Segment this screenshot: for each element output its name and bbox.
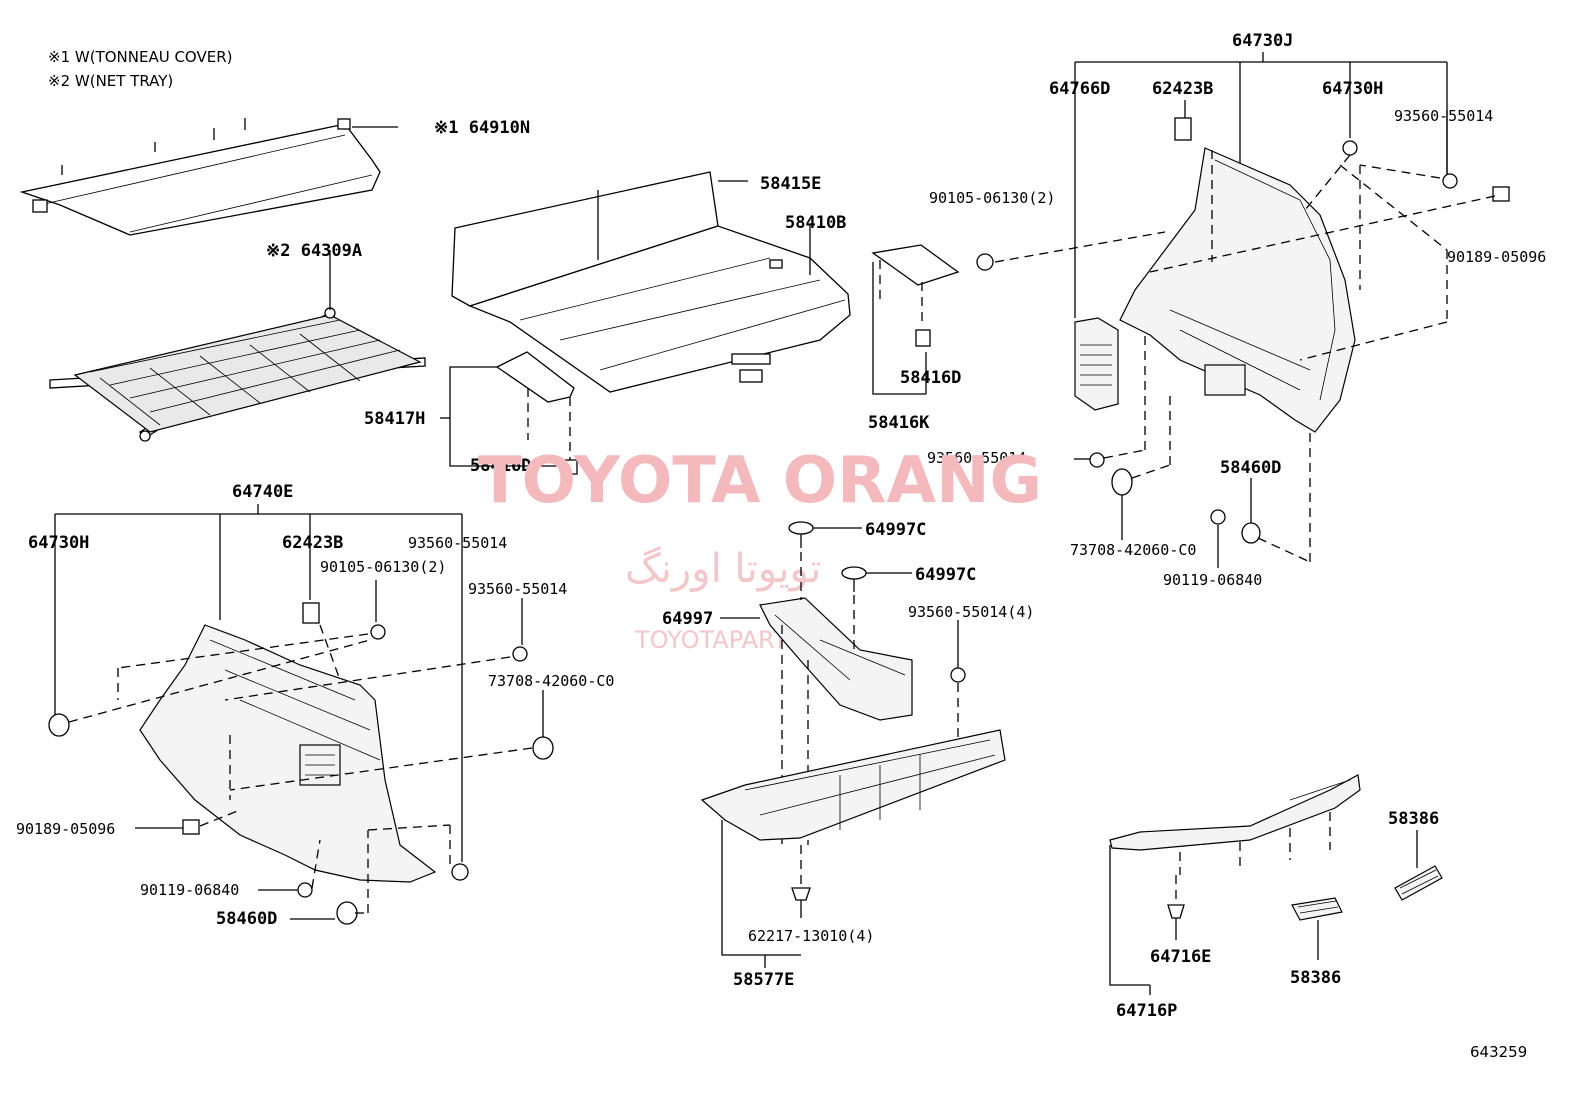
- label-93560-55014-right-2: 93560-55014: [927, 449, 1026, 467]
- label-58460D-left: 58460D: [216, 909, 277, 929]
- label-64730H-left: 64730H: [28, 533, 89, 553]
- label-64730H-right: 64730H: [1322, 79, 1383, 99]
- label-64997: 64997: [662, 609, 713, 629]
- label-73708-42060-C0-right: 73708-42060-C0: [1070, 541, 1196, 559]
- label-64910N: ※1 64910N: [434, 118, 530, 138]
- label-93560-55014-left-2: 93560-55014: [468, 580, 567, 598]
- note-tonneau-cover: ※1 W(TONNEAU COVER): [48, 48, 233, 66]
- note-net-tray: ※2 W(NET TRAY): [48, 72, 173, 90]
- tonneau-cover-drawing: [19, 118, 398, 236]
- bracket-58416K-drawing: [871, 244, 960, 395]
- label-62423B-right: 62423B: [1152, 79, 1213, 99]
- label-58386-a: 58386: [1388, 809, 1439, 829]
- center-cover-drawing: [700, 521, 1006, 968]
- label-58386-b: 58386: [1290, 968, 1341, 988]
- label-93560-55014-center: 93560-55014(4): [908, 603, 1034, 621]
- label-58416D-b: 58416D: [900, 368, 961, 388]
- side-board-drawing: [440, 351, 578, 475]
- label-90189-05096-right: 90189-05096: [1447, 248, 1546, 266]
- watermark-persian: تویوتا اورنگ: [625, 546, 821, 592]
- right-trim-drawing: [976, 110, 1510, 568]
- net-tray-drawing: [49, 250, 426, 442]
- label-90189-05096-left: 90189-05096: [16, 820, 115, 838]
- label-58577E: 58577E: [733, 970, 794, 990]
- label-73708-42060-C0-left: 73708-42060-C0: [488, 672, 614, 690]
- label-62423B-left: 62423B: [282, 533, 343, 553]
- left-trim-drawing: [48, 602, 554, 925]
- label-93560-55014-left-1: 93560-55014: [408, 534, 507, 552]
- reference-number: 643259: [1470, 1043, 1527, 1061]
- right-trim-leaders: [1074, 52, 1448, 318]
- label-58416D-a: 58416D: [470, 456, 531, 476]
- label-64740E: 64740E: [232, 482, 293, 502]
- scuff-plate-drawing: [1109, 774, 1443, 995]
- label-93560-55014-right-1: 93560-55014: [1394, 107, 1493, 125]
- label-62217-13010: 62217-13010(4): [748, 927, 874, 945]
- label-64716E: 64716E: [1150, 947, 1211, 967]
- label-64309A: ※2 64309A: [266, 241, 362, 261]
- label-64997C-a: 64997C: [865, 520, 926, 540]
- label-58410B: 58410B: [785, 213, 846, 233]
- label-58416K: 58416K: [868, 413, 930, 433]
- label-58415E: 58415E: [760, 174, 821, 194]
- label-64716P: 64716P: [1116, 1001, 1177, 1021]
- label-90119-06840-right: 90119-06840: [1163, 571, 1262, 589]
- label-64997C-b: 64997C: [915, 565, 976, 585]
- label-58460D-right: 58460D: [1220, 458, 1281, 478]
- label-58417H: 58417H: [364, 409, 425, 429]
- watermark-latin: TOYOTA ORANG: [478, 444, 1042, 518]
- label-90119-06840-left: 90119-06840: [140, 881, 239, 899]
- label-90105-06130-right: 90105-06130(2): [929, 189, 1055, 207]
- left-trim-leaders: [54, 504, 544, 920]
- label-64730J: 64730J: [1232, 31, 1293, 51]
- deck-board-drawing: [451, 171, 851, 393]
- label-90105-06130-left: 90105-06130(2): [320, 558, 446, 576]
- label-64766D: 64766D: [1049, 79, 1110, 99]
